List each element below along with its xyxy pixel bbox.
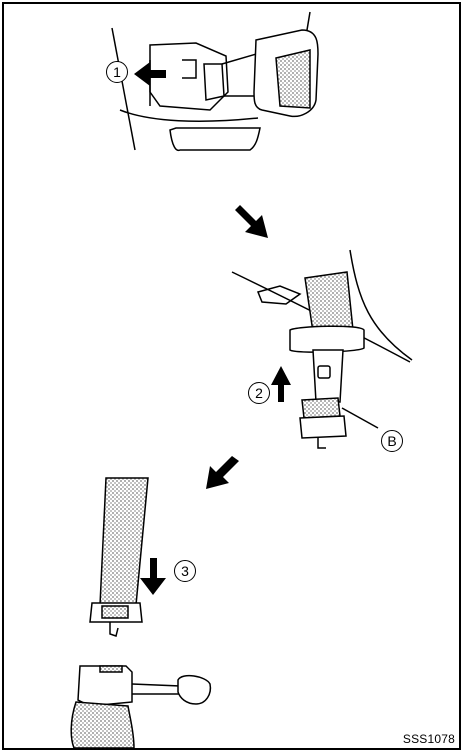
- down-right-arrow-icon: [235, 205, 268, 238]
- panel-1-anchor-release: [112, 12, 318, 150]
- lap-webbing: [100, 478, 148, 605]
- tongue-tip: [318, 438, 326, 448]
- up-arrow-icon: [271, 366, 291, 402]
- panel-2-tongue-slide: [232, 250, 412, 448]
- key-blade: [132, 684, 180, 694]
- callout-leader-line: [342, 408, 378, 428]
- trim-edge-line: [112, 28, 135, 150]
- step-2-marker: 2: [248, 382, 270, 404]
- shoulder-webbing: [305, 272, 353, 332]
- console-recess: [170, 128, 260, 150]
- down-left-arrow-icon: [206, 456, 239, 489]
- buckle-webbing: [71, 702, 134, 748]
- lower-webbing: [302, 398, 340, 418]
- belt-guide: [290, 326, 364, 352]
- belt-webbing: [276, 50, 310, 108]
- buckle-tongue: [300, 416, 346, 438]
- step-3-marker: 3: [174, 560, 196, 582]
- step-1-marker: 1: [106, 61, 128, 83]
- down-arrow-icon: [140, 558, 166, 595]
- callout-b-marker: B: [381, 430, 403, 452]
- figure-code: SSS1078: [403, 732, 455, 746]
- anchor-slot: [182, 60, 196, 78]
- tongue-webbing-window: [102, 606, 128, 618]
- panel-3-tongue-extract: [71, 478, 210, 748]
- trim-panel-curve: [120, 110, 258, 121]
- key-head: [178, 676, 210, 704]
- latch-plate: [204, 64, 224, 100]
- tongue-tip-lower: [110, 622, 118, 636]
- buckle-release-slot: [100, 666, 122, 672]
- left-arrow-icon: [134, 62, 166, 86]
